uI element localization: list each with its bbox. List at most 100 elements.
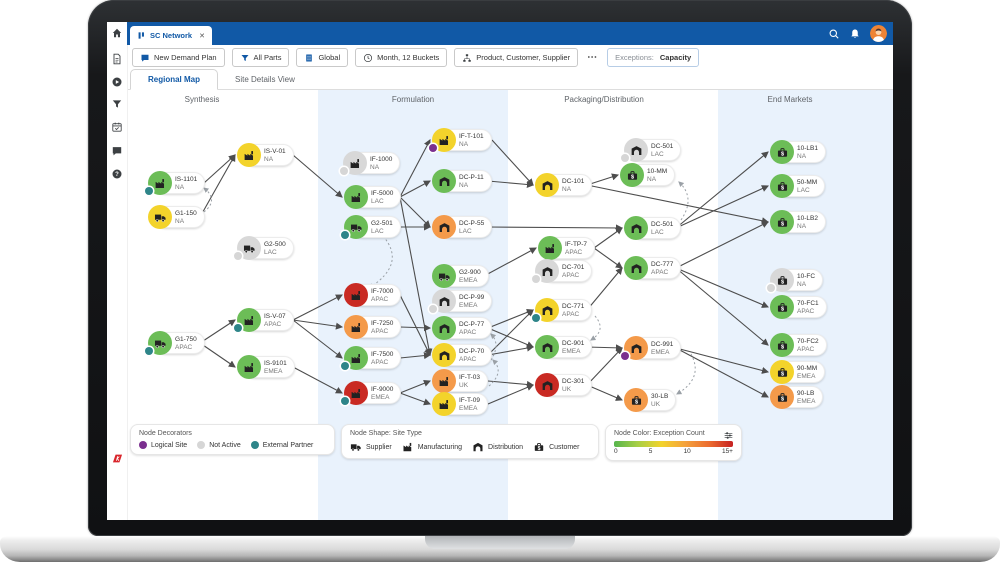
node-code: IF-7000 — [371, 288, 394, 295]
node-distribution-icon — [535, 335, 559, 359]
node-region: EMEA — [459, 405, 478, 412]
node-manufacturing-icon — [344, 185, 368, 209]
node-region: NA — [647, 176, 657, 183]
node-code: IF-9000 — [371, 386, 394, 393]
decorator-external — [145, 347, 153, 355]
more-options-button[interactable]: ⋯ — [587, 52, 599, 63]
node-code: IS-1101 — [175, 176, 198, 183]
node-region: EMEA — [371, 394, 390, 401]
node-code: DC-P-99 — [459, 294, 485, 301]
bell-icon[interactable] — [849, 28, 861, 40]
gradient-tick: 15+ — [721, 448, 733, 455]
node-region: APAC — [797, 346, 815, 353]
node-code: 70-FC2 — [797, 338, 819, 345]
column-header-formulation: Formulation — [391, 95, 435, 104]
sidebar: ? — [107, 22, 128, 520]
node-code: DC-501 — [651, 221, 674, 228]
svg-text:$: $ — [634, 399, 637, 405]
app-header: SC Network ✕ — [127, 22, 893, 45]
node-code: 10-FC — [797, 273, 816, 280]
node-code: DC-301 — [562, 378, 585, 385]
chip-month-12-buckets[interactable]: Month, 12 Buckets — [355, 48, 448, 67]
chip-new-demand-plan[interactable]: New Demand Plan — [132, 48, 225, 67]
node-region: LAC — [371, 228, 384, 235]
node-region: LAC — [459, 228, 472, 235]
node-code: DC-777 — [651, 261, 674, 268]
hierarchy-icon — [462, 53, 472, 63]
node-customer-icon: $ — [770, 174, 794, 198]
sidebar-home-icon[interactable] — [111, 27, 123, 39]
node-distribution-icon — [432, 316, 456, 340]
sidebar-filter-icon[interactable] — [111, 98, 123, 110]
node-code: DC-991 — [651, 341, 674, 348]
decorator-external — [341, 231, 349, 239]
node-code: 10-LB1 — [797, 145, 818, 152]
node-region: NA — [797, 153, 807, 160]
node-code: G2-900 — [459, 269, 481, 276]
decorator-external — [234, 324, 242, 332]
legend-item-manufacturing: Manufacturing — [402, 441, 462, 453]
node-distribution-icon — [432, 169, 456, 193]
node-code: IF-T-101 — [459, 133, 484, 140]
chip-product-customer-supplier[interactable]: Product, Customer, Supplier — [454, 48, 579, 67]
sidebar-help-icon[interactable]: ? — [111, 168, 123, 180]
chip-global[interactable]: Global — [296, 48, 349, 67]
node-region: EMEA — [797, 398, 816, 405]
svg-text:$: $ — [780, 221, 783, 227]
node-region: NA — [562, 186, 572, 193]
svg-text:$: $ — [780, 344, 783, 350]
node-region: NA — [264, 156, 274, 163]
svg-text:$: $ — [780, 151, 783, 157]
tab-sc-network[interactable]: SC Network ✕ — [130, 26, 212, 45]
legend-item-distribution: Distribution — [472, 441, 523, 453]
close-icon[interactable]: ✕ — [199, 32, 205, 40]
tune-icon[interactable] — [723, 430, 734, 441]
svg-text:$: $ — [780, 396, 783, 402]
laptop-notch — [425, 536, 575, 549]
node-code: G1-150 — [175, 210, 197, 217]
view-tab-site-details-view[interactable]: Site Details View — [235, 75, 295, 84]
node-manufacturing-icon — [237, 143, 261, 167]
node-region: APAC — [371, 296, 389, 303]
sidebar-calendar-icon[interactable] — [111, 121, 123, 133]
svg-text:$: $ — [780, 185, 783, 191]
sc-network-tab-icon — [137, 31, 146, 40]
exceptions-filter-chip[interactable]: Exceptions: Capacity — [607, 48, 700, 67]
node-region: EMEA — [459, 302, 478, 309]
chip-label: Global — [318, 53, 341, 62]
svg-text:$: $ — [780, 306, 783, 312]
node-distribution-icon — [624, 256, 648, 280]
decorator-external — [145, 187, 153, 195]
node-code: DC-501 — [651, 143, 674, 150]
node-region: APAC — [371, 328, 389, 335]
laptop-base — [0, 536, 1000, 562]
node-region: NA — [797, 281, 807, 288]
sidebar-comment-icon[interactable] — [111, 145, 123, 157]
decorator-not_active — [532, 275, 540, 283]
node-code: DC-P-77 — [459, 321, 485, 328]
node-region: EMEA — [459, 277, 478, 284]
search-icon[interactable] — [828, 28, 840, 40]
avatar[interactable] — [870, 25, 887, 42]
legend-item-external-partner: External Partner — [250, 441, 313, 449]
logical-dot — [139, 441, 147, 449]
filter-icon — [240, 53, 250, 63]
node-code: DC-771 — [562, 303, 585, 310]
view-tab-regional-map[interactable]: Regional Map — [130, 69, 219, 90]
node-distribution-icon — [432, 215, 456, 239]
node-region: EMEA — [562, 348, 581, 355]
svg-text:$: $ — [780, 371, 783, 377]
decorator-external — [532, 314, 540, 322]
chip-all-parts[interactable]: All Parts — [231, 48, 290, 67]
node-distribution-icon — [535, 373, 559, 397]
sidebar-play-icon[interactable] — [111, 76, 123, 88]
decorator-logical — [429, 144, 437, 152]
node-code: 50-MM — [797, 179, 818, 186]
node-code: 70-FC1 — [797, 300, 819, 307]
decorator-logical — [621, 352, 629, 360]
sidebar-document-icon[interactable] — [111, 53, 123, 65]
legend-title: Node Decorators — [139, 430, 192, 437]
node-region: NA — [175, 218, 185, 225]
